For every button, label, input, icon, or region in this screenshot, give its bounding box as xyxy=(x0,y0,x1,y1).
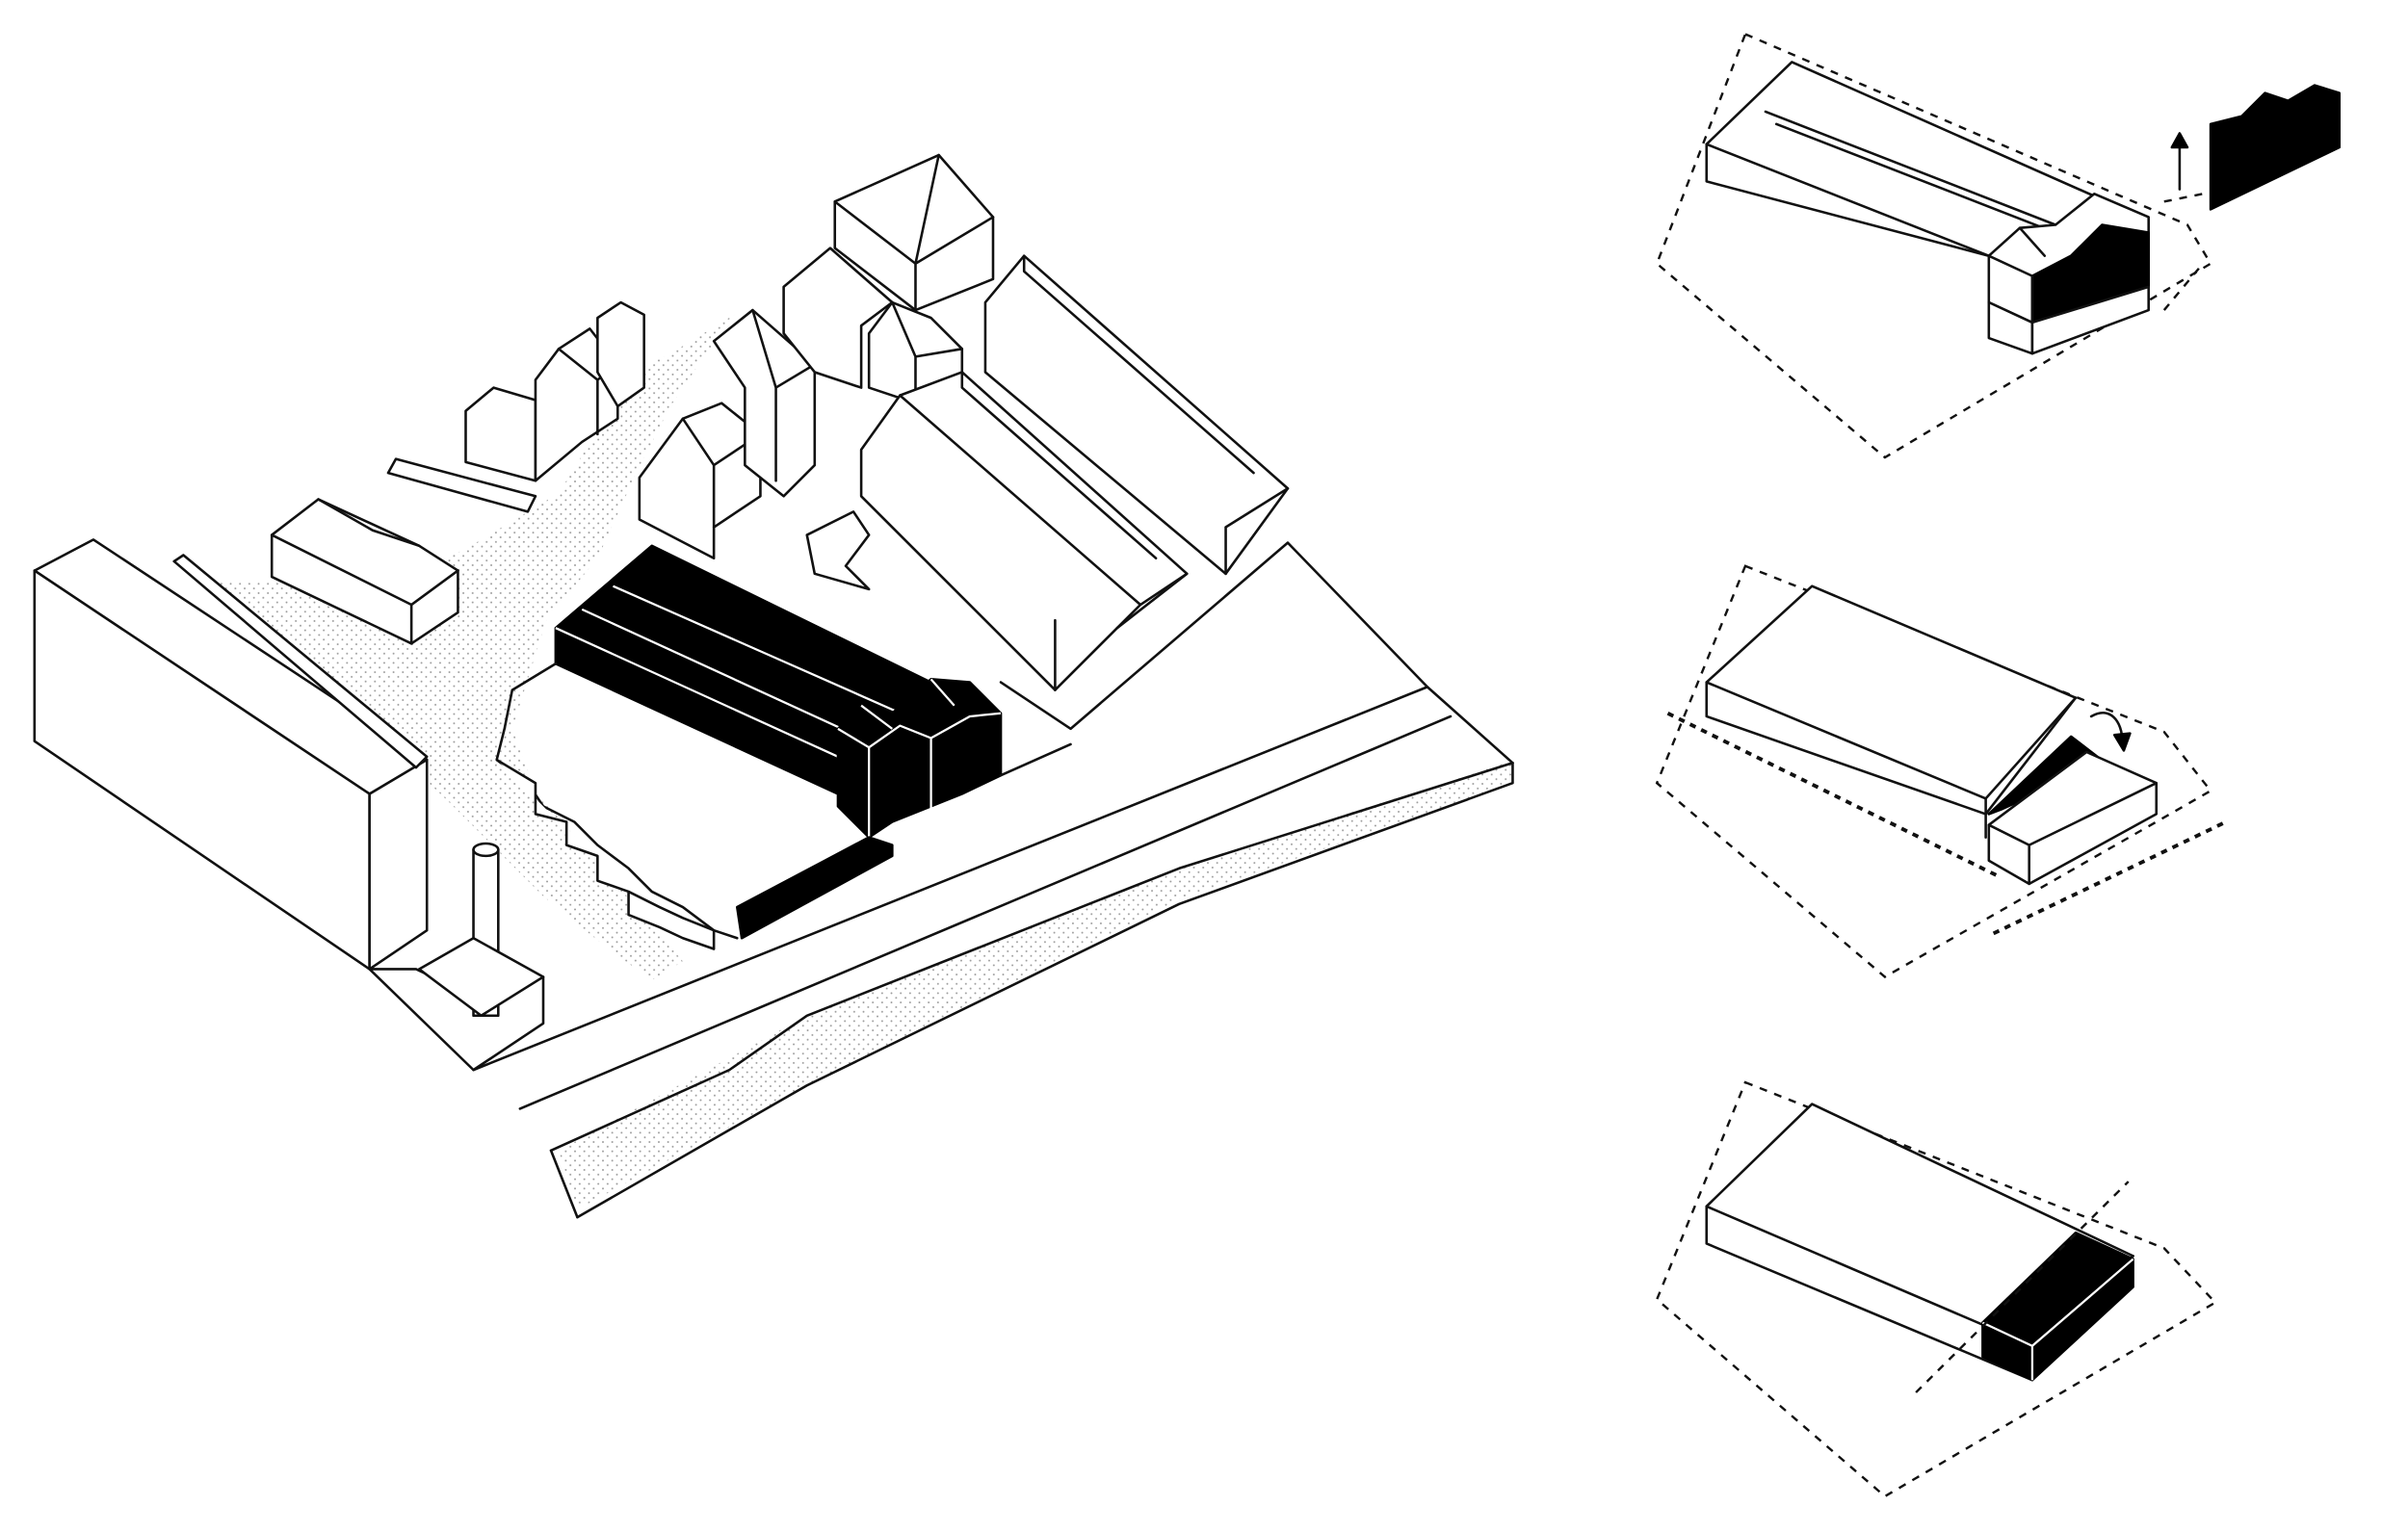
step-2-site-outline xyxy=(1655,564,2212,978)
step-3-new-end-block xyxy=(1655,1080,2217,1498)
site-axonometric xyxy=(33,153,1514,1219)
step-2-main-bar xyxy=(1705,584,2078,816)
chimney xyxy=(417,842,545,1018)
step-2-rotated-block xyxy=(1987,750,2159,886)
long-block-left xyxy=(33,538,545,1072)
low-wall xyxy=(172,554,429,769)
step-1-lifted-block xyxy=(2209,84,2342,211)
step-1-lift-annex xyxy=(1655,32,2342,459)
river-bottom-edge xyxy=(576,761,1514,1219)
step-1-site-outline xyxy=(1655,32,2212,459)
step-2-alignment-line-b xyxy=(1992,819,2228,936)
houses-left-row xyxy=(270,300,645,645)
step-2-rotate-segment xyxy=(1655,564,2228,978)
step-3-site-outline xyxy=(1655,1080,2217,1498)
road-inner-edge xyxy=(518,714,1453,1110)
stippled-river xyxy=(559,760,1513,1210)
factory-main-black xyxy=(554,544,1003,940)
sheds-right xyxy=(805,254,1290,691)
field-boundary xyxy=(999,541,1429,731)
courtyard-boundary xyxy=(495,662,1072,940)
houses-center xyxy=(638,153,995,560)
step-3-new-black-block xyxy=(1981,1231,2134,1382)
river-top-edge xyxy=(549,761,1514,1153)
stepped-wall xyxy=(496,758,716,950)
step-3-cut-line xyxy=(1915,1181,2130,1393)
stippled-lane xyxy=(217,310,743,980)
site-edge-bottom-left xyxy=(549,1149,579,1219)
